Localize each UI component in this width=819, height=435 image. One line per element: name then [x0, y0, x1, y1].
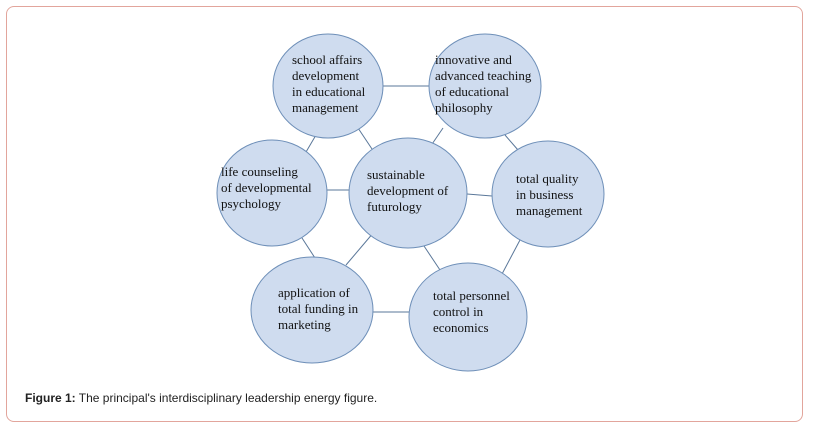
node-innovative: innovative and advanced teaching of educ…	[428, 33, 542, 139]
node-school-line-2: development	[292, 68, 360, 83]
node-center-line-3: futurology	[367, 199, 422, 214]
node-personnel: total personnel control in economics	[408, 262, 528, 372]
node-personnel-line-1: total personnel	[433, 288, 510, 303]
node-counseling: life counseling of developmental psychol…	[216, 139, 328, 247]
node-school: school affairs development in educationa…	[272, 33, 384, 139]
node-quality-circle	[491, 140, 605, 248]
node-quality-label: total quality in business management	[516, 171, 583, 218]
node-center-line-1: sustainable	[367, 167, 425, 182]
node-center-line-2: development of	[367, 183, 449, 198]
node-funding-circle	[250, 256, 374, 364]
node-personnel-line-2: control in	[433, 304, 484, 319]
node-counseling-line-2: of developmental	[221, 180, 312, 195]
edge-ring-funding-counseling	[301, 237, 316, 259]
node-school-line-3: in educational	[292, 84, 366, 99]
node-center: sustainable development of futurology	[348, 137, 468, 249]
node-funding-line-3: marketing	[278, 317, 331, 332]
figure-caption: Figure 1: The principal's interdisciplin…	[25, 391, 377, 405]
node-school-circle	[272, 33, 384, 139]
edge-spoke-personnel-center	[423, 245, 441, 271]
node-school-label: school affairs development in educationa…	[292, 52, 369, 115]
node-counseling-label: life counseling of developmental psychol…	[221, 164, 315, 211]
edge-ring-counseling-school	[305, 134, 317, 153]
node-funding-line-2: total funding in	[278, 301, 359, 316]
node-center-circle	[348, 137, 468, 249]
figure-caption-label: Figure 1:	[25, 391, 76, 405]
edge-ring-quality-personnel	[501, 239, 521, 275]
node-personnel-label: total personnel control in economics	[433, 288, 513, 335]
node-counseling-circle	[216, 139, 328, 247]
node-funding-line-1: application of	[278, 285, 351, 300]
figure-caption-text: The principal's interdisciplinary leader…	[75, 391, 378, 405]
node-innovative-line-1: innovative and	[435, 52, 512, 67]
node-innovative-line-3: of educational	[435, 84, 509, 99]
node-quality: total quality in business management	[491, 140, 605, 248]
node-personnel-line-3: economics	[433, 320, 489, 335]
node-counseling-line-1: life counseling	[221, 164, 298, 179]
node-innovative-line-2: advanced teaching	[435, 68, 532, 83]
edge-spoke-quality-center	[466, 193, 493, 197]
node-counseling-line-3: psychology	[221, 196, 281, 211]
edge-ring-innovative-quality	[504, 134, 519, 151]
node-innovative-circle	[428, 33, 542, 139]
node-school-line-4: management	[292, 100, 359, 115]
node-innovative-label: innovative and advanced teaching of educ…	[435, 52, 535, 115]
node-funding-label: application of total funding in marketin…	[278, 285, 361, 332]
node-school-line-1: school affairs	[292, 52, 362, 67]
node-quality-line-3: management	[516, 203, 583, 218]
node-quality-line-2: in business	[516, 187, 573, 202]
node-quality-line-1: total quality	[516, 171, 579, 186]
node-innovative-line-4: philosophy	[435, 100, 493, 115]
node-personnel-circle	[408, 262, 528, 372]
node-center-label: sustainable development of futurology	[367, 167, 451, 214]
node-funding: application of total funding in marketin…	[250, 256, 374, 364]
edge-spoke-funding-center	[345, 231, 375, 266]
